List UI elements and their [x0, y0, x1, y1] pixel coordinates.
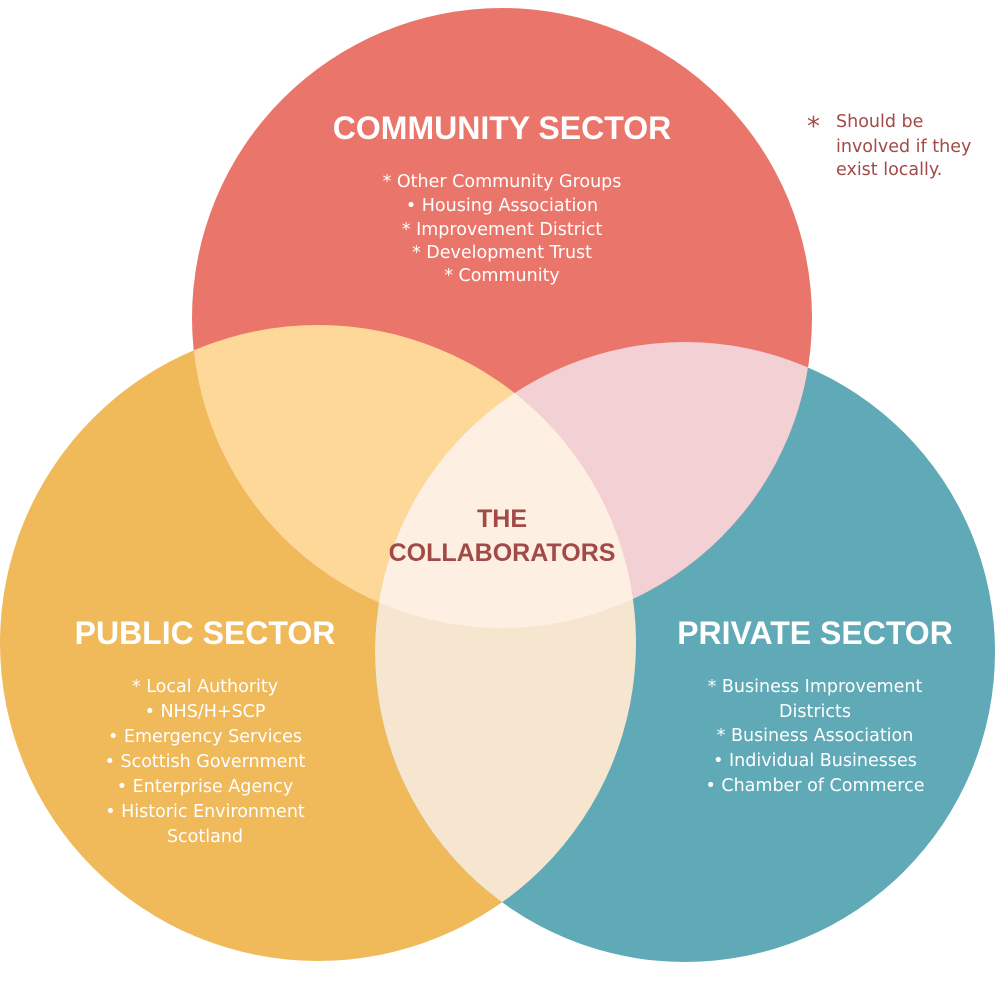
legend-text-line: Should be [836, 112, 923, 132]
public-item: • Scottish Government [105, 752, 306, 772]
community-item: * Improvement District [402, 220, 603, 240]
community-item: * Development Trust [412, 243, 592, 263]
community-item: • Housing Association [406, 196, 598, 216]
public-item: • Historic Environment [105, 802, 305, 822]
legend: * Should be involved if they exist local… [807, 112, 971, 180]
center-overlap [375, 342, 636, 628]
private-item: Districts [779, 702, 851, 722]
legend-text-line: exist locally. [836, 160, 942, 180]
community-item: * Community [444, 266, 560, 286]
public-sector-list: * Local Authority • NHS/H+SCP • Emergenc… [105, 677, 306, 847]
community-item: * Other Community Groups [383, 172, 622, 192]
private-item: * Business Association [717, 726, 914, 746]
private-item: * Business Improvement [708, 677, 923, 697]
public-sector-title: PUBLIC SECTOR [75, 615, 336, 651]
public-item: • NHS/H+SCP [145, 702, 266, 722]
community-sector-list: * Other Community Groups • Housing Assoc… [383, 172, 622, 286]
center-label-line-2: COLLABORATORS [389, 539, 616, 567]
public-item: Scotland [167, 827, 243, 847]
public-item: • Enterprise Agency [117, 777, 293, 797]
private-item: • Individual Businesses [713, 751, 917, 771]
private-sector-list: * Business Improvement Districts * Busin… [705, 677, 924, 796]
legend-asterisk-icon: * [807, 112, 820, 142]
community-sector-title: COMMUNITY SECTOR [333, 110, 671, 146]
public-item: * Local Authority [132, 677, 278, 697]
center-label-line-1: THE [477, 505, 527, 533]
public-item: • Emergency Services [108, 727, 302, 747]
private-item: • Chamber of Commerce [705, 776, 924, 796]
legend-text-line: involved if they [836, 137, 971, 157]
private-sector-title: PRIVATE SECTOR [677, 615, 953, 651]
